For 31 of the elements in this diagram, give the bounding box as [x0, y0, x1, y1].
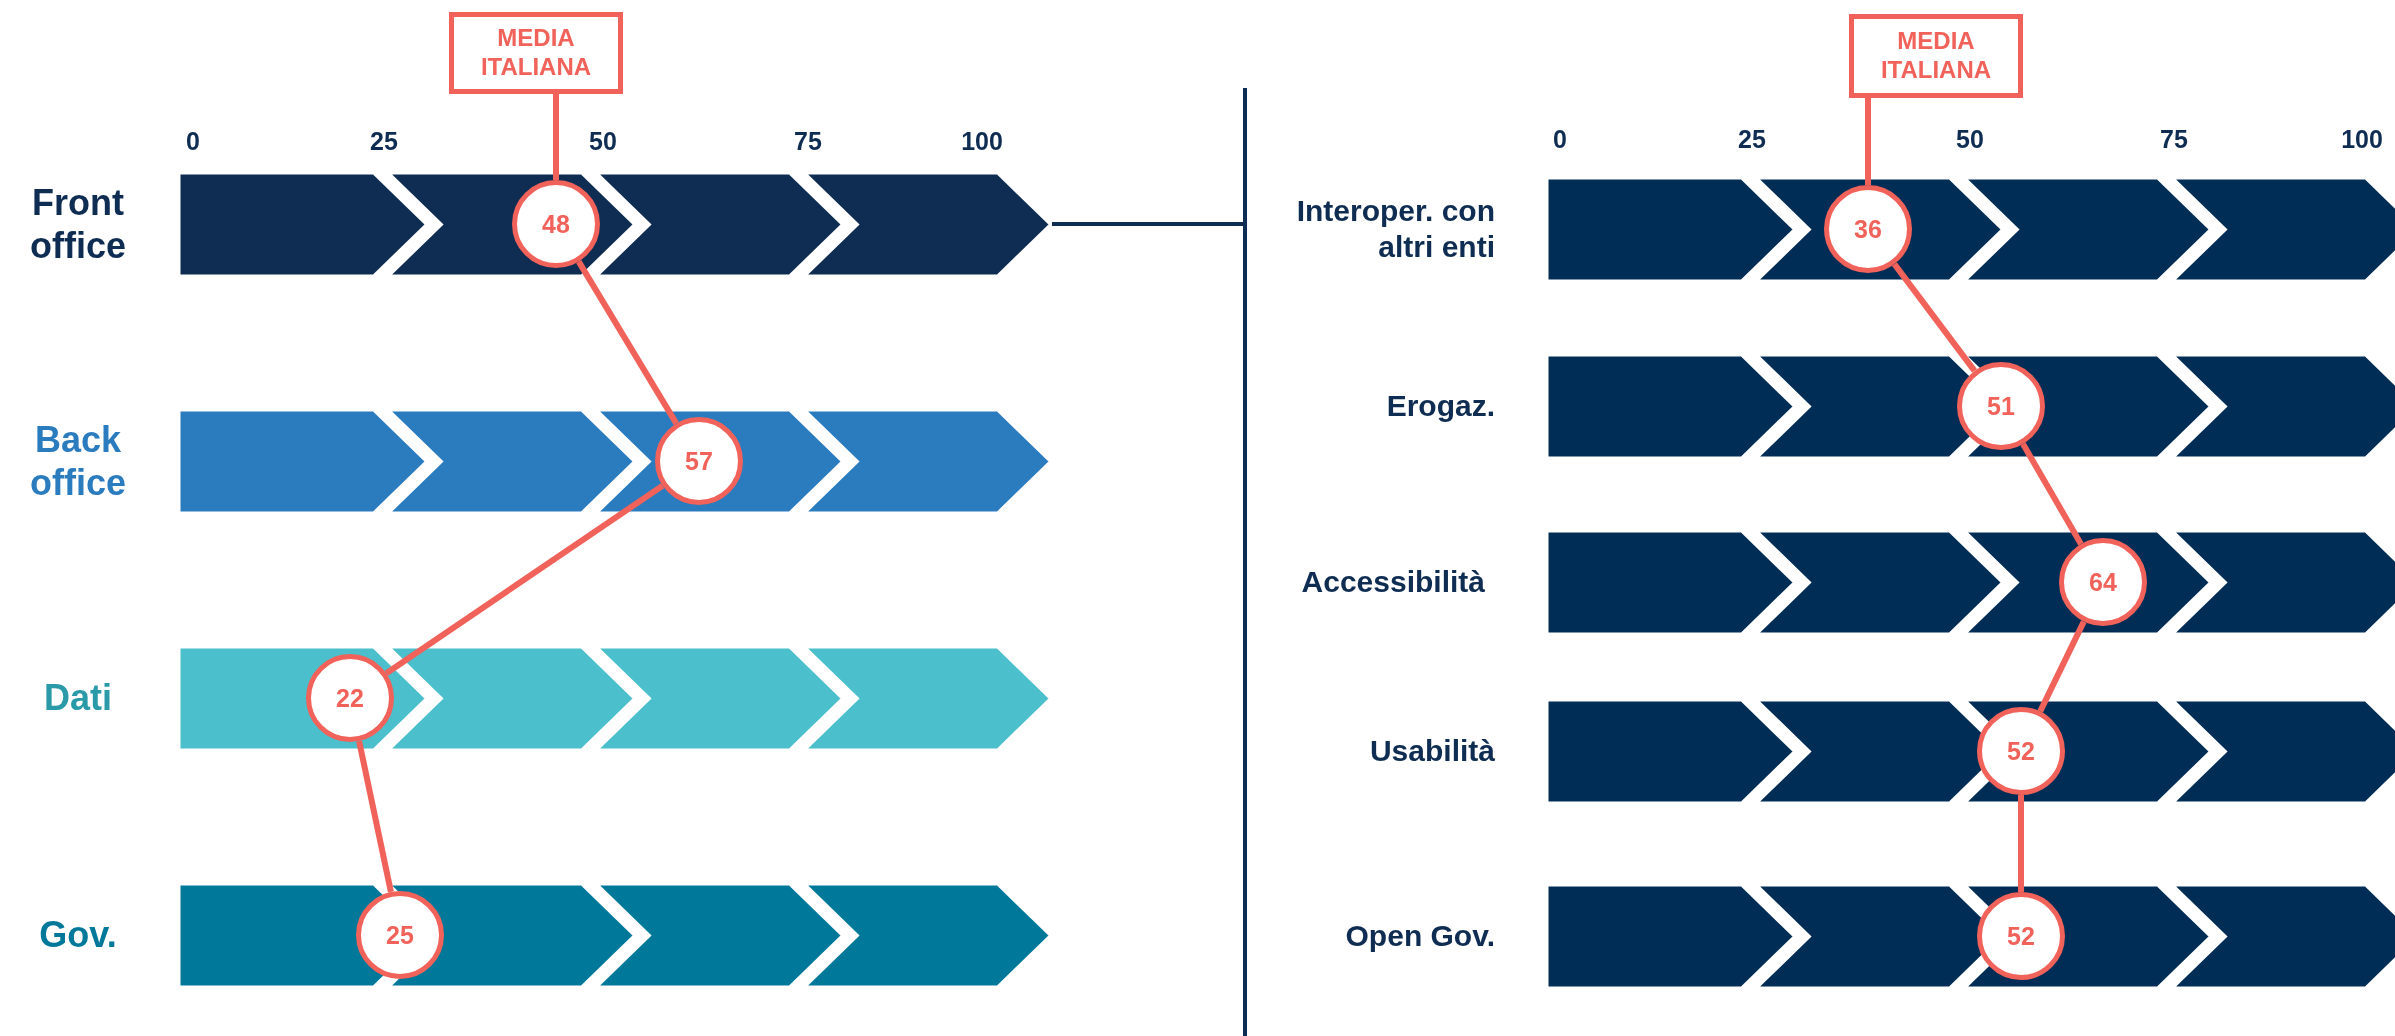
trend-line: [2020, 442, 2084, 546]
row-label: Erogaz.: [1385, 388, 1495, 424]
reference-label-box: MEDIA ITALIANA: [1849, 14, 2023, 98]
trend-line: [356, 740, 394, 893]
axis-tick-label: 0: [1553, 125, 1567, 154]
axis-tick-label: 100: [961, 127, 1003, 156]
row-label: Usabilità: [1368, 733, 1495, 769]
row-label: Gov.: [38, 913, 118, 958]
axis-tick-label: 25: [1738, 125, 1766, 154]
reference-label-box: MEDIA ITALIANA: [449, 12, 623, 94]
axis-tick-label: 0: [186, 127, 200, 156]
trend-line: [553, 94, 559, 180]
connector-line: [1052, 222, 1245, 226]
trend-line: [1892, 262, 1977, 373]
trend-line: [576, 260, 679, 425]
axis-tick-label: 25: [370, 127, 398, 156]
axis-tick-label: 100: [2341, 125, 2383, 154]
axis-tick-label: 50: [1956, 125, 1984, 154]
trend-line: [2018, 795, 2024, 892]
axis-tick-label: 75: [794, 127, 822, 156]
row-label: Front office: [29, 180, 127, 268]
row-label: Open Gov.: [1344, 918, 1495, 954]
trend-line: [2037, 620, 2087, 713]
trend-line: [384, 483, 665, 676]
row-label: Back office: [29, 417, 127, 505]
trend-line: [1865, 98, 1871, 185]
row-label: Dati: [43, 676, 113, 721]
axis-tick-label: 50: [589, 127, 617, 156]
row-label: Accessibilità: [1300, 564, 1485, 600]
row-label: Interoper. con altri enti: [1295, 193, 1495, 265]
axis-tick-label: 75: [2160, 125, 2188, 154]
